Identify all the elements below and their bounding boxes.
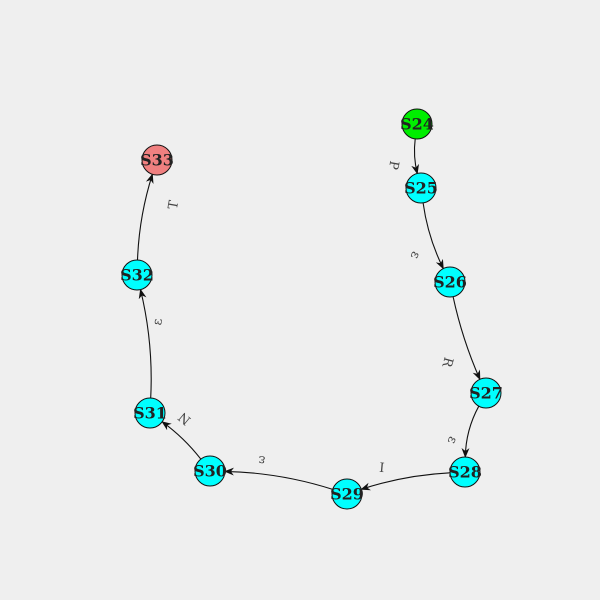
state-label: S32 (120, 266, 154, 285)
edge-s30-s31: N (161, 409, 202, 460)
state-label: S31 (133, 404, 167, 423)
edge-s29-s30: ε (224, 452, 333, 490)
state-label: S27 (469, 384, 503, 403)
edge-arrow (360, 472, 451, 491)
state-label: S25 (404, 179, 438, 198)
state-node-s24: S24 (400, 108, 434, 140)
edge-s28-s29: I (360, 458, 451, 491)
state-label: S26 (433, 273, 467, 292)
edge-s25-s26: ε (407, 202, 444, 270)
state-circle (121, 259, 153, 291)
edge-label: T (166, 199, 182, 210)
edge-s26-s27: R (438, 296, 481, 381)
edge-label: ε (407, 249, 423, 261)
state-label: S30 (193, 462, 227, 481)
state-circle (401, 108, 433, 140)
state-label: S28 (448, 463, 482, 482)
state-node-s29: S29 (330, 478, 364, 510)
edge-arrow (136, 173, 154, 261)
edge-label: P (385, 159, 401, 170)
state-node-s26: S26 (433, 266, 467, 298)
edge-arrow (138, 288, 152, 399)
edge-label: I (379, 458, 385, 473)
state-circle (470, 377, 502, 409)
state-circle (434, 266, 466, 298)
state-circle (141, 144, 173, 176)
edge-s31-s32: ε (138, 288, 166, 399)
edge-label: ε (150, 318, 166, 326)
edge-arrow (224, 467, 333, 490)
state-circle (331, 478, 363, 510)
edge-label: ε (444, 434, 460, 446)
state-label: S24 (400, 115, 434, 134)
state-node-s30: S30 (193, 455, 227, 487)
state-label: S29 (330, 485, 364, 504)
edge-arrow (161, 421, 202, 460)
state-circle (134, 397, 166, 429)
edge-arrow (422, 202, 444, 270)
edge-s24-s25: P (385, 138, 419, 175)
state-circle (405, 172, 437, 204)
state-node-s33: S33 (140, 144, 174, 176)
state-node-s27: S27 (469, 377, 503, 409)
state-circle (194, 455, 226, 487)
edge-label: N (176, 409, 194, 428)
edge-label: ε (258, 452, 266, 468)
state-node-s28: S28 (448, 456, 482, 488)
edge-s32-s33: T (136, 173, 182, 261)
edge-s27-s28: ε (444, 405, 480, 458)
edge-arrow (452, 296, 481, 381)
state-node-s25: S25 (404, 172, 438, 204)
edge-arrow (411, 138, 419, 175)
state-node-s31: S31 (133, 397, 167, 429)
edge-label: R (438, 355, 455, 370)
state-node-s32: S32 (120, 259, 154, 291)
edge-arrow (461, 405, 480, 458)
state-label: S33 (140, 151, 174, 170)
state-circle (449, 456, 481, 488)
